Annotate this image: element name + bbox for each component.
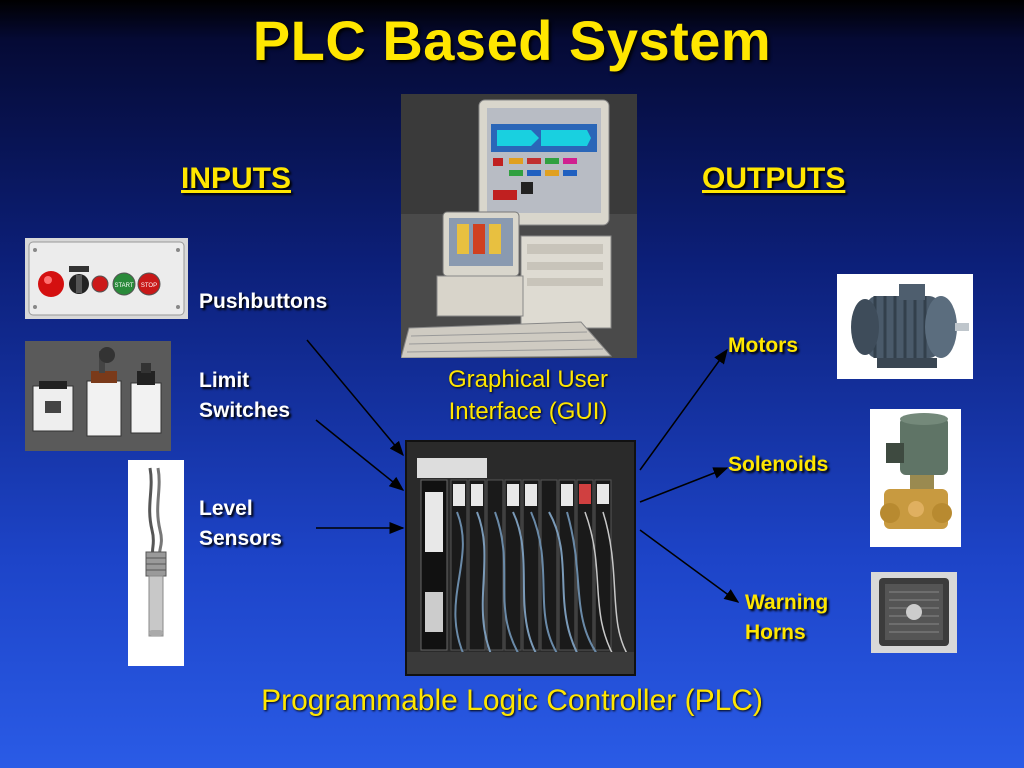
arrow-plc-to-solenoids [639, 467, 729, 503]
solenoids-label: Solenoids [728, 453, 829, 476]
arrow-pushbuttons-to-plc [306, 339, 404, 457]
gui-label-line1: Graphical User [447, 366, 609, 393]
outputs-heading: OUTPUTS [702, 162, 846, 195]
start-button-text: START [114, 283, 133, 289]
warning-horns-label-line1: Warning [745, 591, 829, 614]
motors-label: Motors [728, 334, 798, 357]
inputs-heading: INPUTS [181, 162, 292, 195]
level-sensors-label: Level Sensors [199, 494, 282, 554]
limit-switches-label: Limit Switches [199, 366, 290, 426]
stop-button-text: STOP [141, 283, 157, 289]
pushbuttons-label: Pushbuttons [199, 290, 328, 313]
plc-rack-image [405, 440, 636, 676]
level-sensors-label-line1: Level [199, 497, 253, 520]
limit-switches-image [25, 341, 171, 451]
warning-horn-image [871, 572, 957, 653]
motor-image [837, 274, 973, 379]
arrow-limit-switches-to-plc [315, 419, 405, 491]
limit-switches-label-line1: Limit [199, 369, 250, 392]
warning-horns-label-line2: Horns [745, 621, 806, 644]
slide-title: PLC Based System [252, 9, 772, 72]
level-sensors-label-line2: Sensors [199, 527, 282, 550]
arrow-plc-to-motors [639, 348, 728, 471]
gui-computer-image [401, 94, 637, 358]
plc-caption: Programmable Logic Controller (PLC) [261, 684, 763, 717]
pushbutton-panel-image: START STOP [25, 238, 188, 319]
arrow-plc-to-horns [639, 529, 740, 603]
limit-switches-label-line2: Switches [199, 399, 291, 422]
warning-horns-label: Warning Horns [745, 588, 828, 648]
gui-label-line2: Interface (GUI) [448, 398, 608, 425]
gui-label: Graphical User Interface (GUI) [410, 364, 646, 428]
solenoid-image [870, 409, 961, 547]
level-sensor-image [128, 460, 184, 666]
